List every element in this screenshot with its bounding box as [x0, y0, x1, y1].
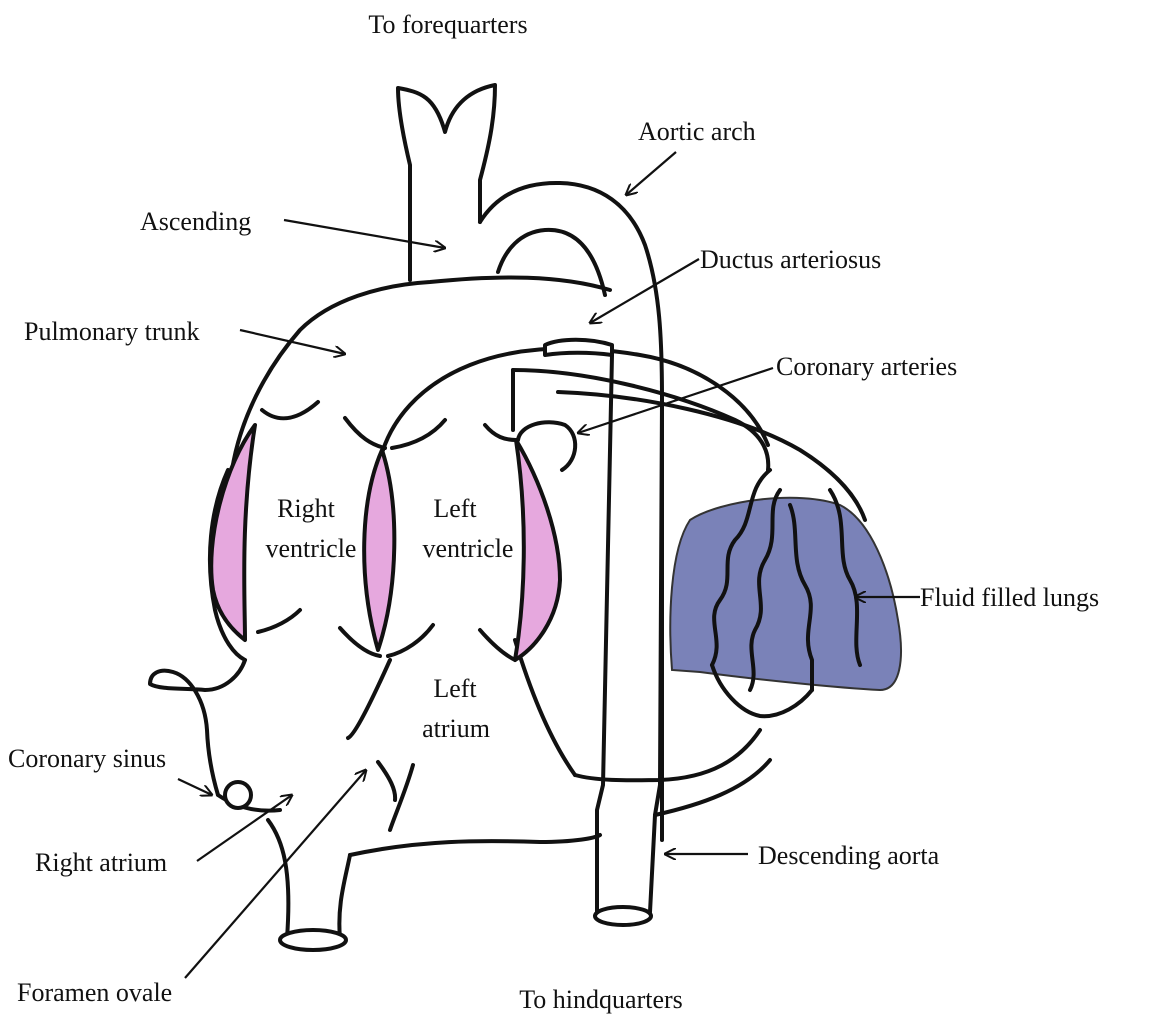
- label-left-atrium-1: Left: [433, 674, 477, 703]
- inferior-vena-cava-opening: [280, 930, 346, 950]
- lung-shape: [670, 498, 901, 690]
- inferior-vena-cava-right: [339, 855, 350, 938]
- labels: To forequarters Aortic arch Ascending Du…: [8, 10, 1099, 1014]
- descending-aorta: [595, 355, 662, 925]
- aortic-valve: [392, 420, 445, 448]
- label-pulmonary-trunk: Pulmonary trunk: [24, 317, 200, 346]
- label-fluid-filled-lungs: Fluid filled lungs: [920, 583, 1099, 612]
- descending-aorta-left-wall: [597, 355, 612, 912]
- arrow-aortic-arch: [626, 152, 676, 195]
- interventricular-septum: [364, 450, 394, 650]
- fluid-filled-lungs: [670, 470, 901, 716]
- atria-and-veins: [150, 660, 413, 950]
- label-coronary-sinus: Coronary sinus: [8, 744, 166, 773]
- label-left-ventricle-1: Left: [433, 494, 477, 523]
- left-ventricle-lower: [480, 630, 515, 660]
- pulmonary-valve-left: [262, 402, 318, 418]
- pulmonary-valve-right: [345, 418, 385, 448]
- label-left-atrium-2: atrium: [422, 714, 490, 743]
- label-coronary-arteries: Coronary arteries: [776, 352, 957, 381]
- label-descending-aorta: Descending aorta: [758, 841, 940, 870]
- label-left-ventricle-2: ventricle: [423, 534, 514, 563]
- label-right-atrium: Right atrium: [35, 848, 167, 877]
- arrow-pulmonary-trunk: [240, 330, 345, 354]
- left-ventricle-outer-wall: [515, 440, 560, 660]
- ductus-arteriosus-vessel: [545, 340, 612, 355]
- label-to-hindquarters: To hindquarters: [519, 985, 683, 1014]
- right-atrium-outline: [150, 660, 245, 795]
- tricuspid-valve: [258, 610, 300, 632]
- label-foramen-ovale: Foramen ovale: [17, 978, 172, 1007]
- label-aortic-arch: Aortic arch: [638, 117, 756, 146]
- heart-right-lower: [515, 640, 575, 775]
- label-ascending: Ascending: [140, 207, 251, 236]
- arrow-coronary-sinus: [178, 779, 212, 795]
- arrow-ascending: [284, 220, 445, 248]
- label-ductus-arteriosus: Ductus arteriosus: [700, 245, 881, 274]
- label-to-forequarters: To forequarters: [368, 10, 527, 39]
- interatrial-wall: [348, 660, 390, 738]
- label-right-ventricle-1: Right: [277, 494, 336, 523]
- foramen-ovale-edge: [378, 762, 395, 800]
- heart-lower-border: [350, 835, 600, 855]
- ascending-aorta-left-wall: [398, 85, 495, 280]
- label-right-ventricle-2: ventricle: [266, 534, 357, 563]
- descending-aorta-opening: [595, 907, 651, 925]
- coronary-sinus-opening: [225, 782, 251, 808]
- mitral-valve-right: [388, 625, 433, 656]
